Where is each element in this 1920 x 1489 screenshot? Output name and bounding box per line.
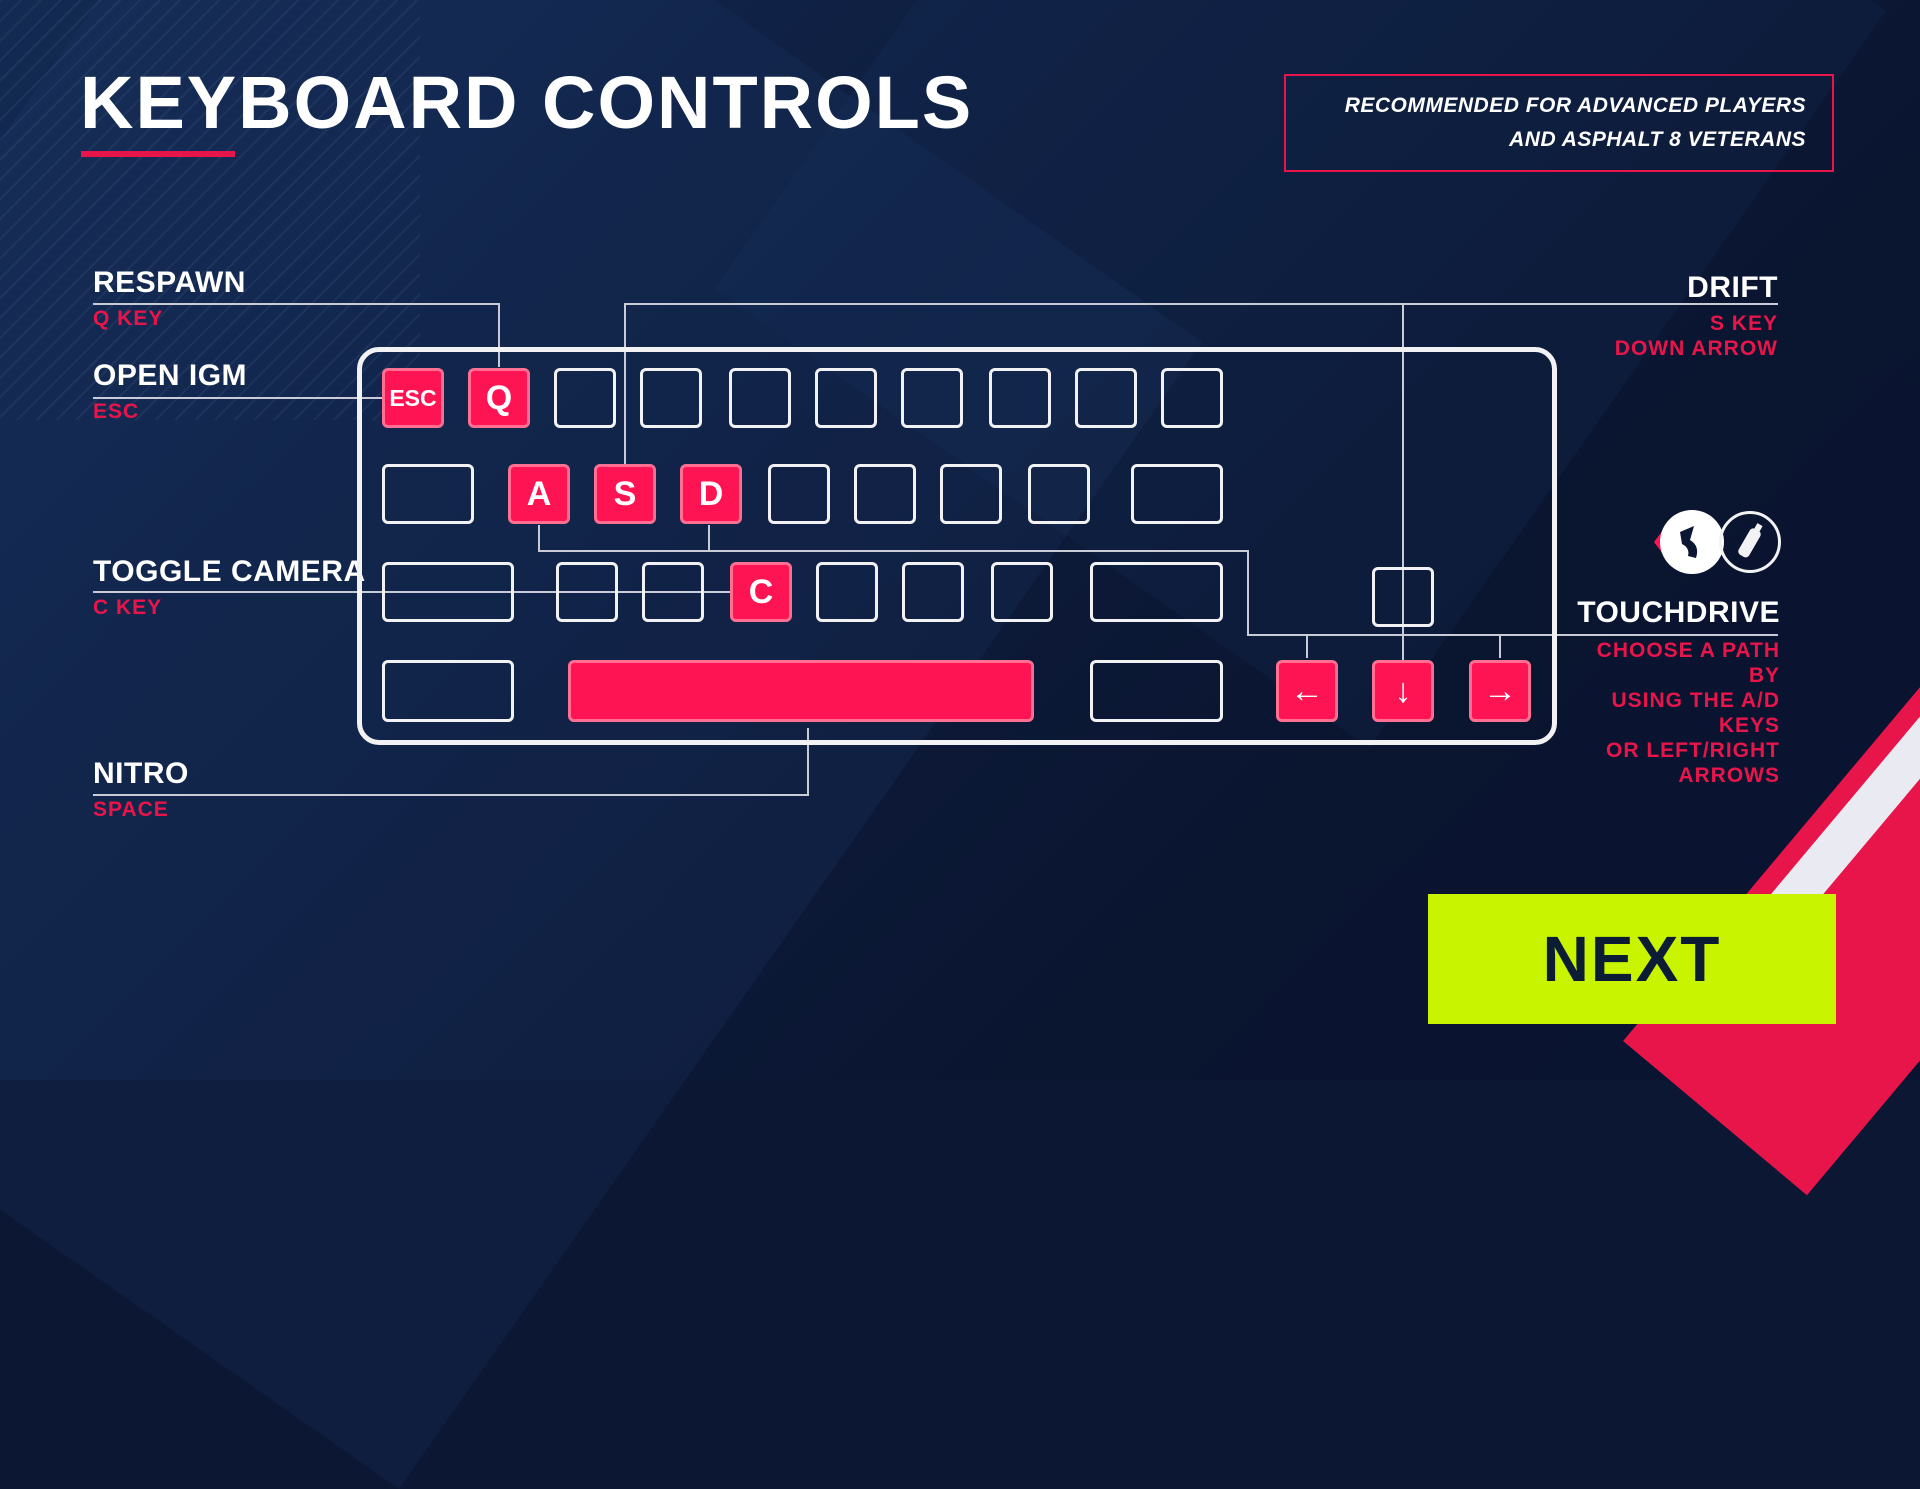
right-arrow-icon: →: [1483, 671, 1517, 710]
touchdrive-desc-5: OR LEFT/RIGHT: [1606, 739, 1780, 762]
key-q-label: Q: [485, 378, 513, 417]
background-hatch: [0, 0, 420, 420]
key-blank: [940, 464, 1002, 524]
key-blank: [382, 562, 514, 622]
key-a-label: A: [526, 474, 552, 513]
key-blank: [991, 562, 1053, 622]
key-esc: ESC: [382, 368, 444, 428]
open-igm-label: OPEN IGM ESC: [93, 361, 247, 424]
key-d: D: [680, 464, 742, 524]
keyboard-diagram: [357, 347, 1557, 745]
respawn-connector: [93, 303, 500, 367]
down-arrow-icon: ↓: [1394, 671, 1412, 710]
key-blank: [1090, 660, 1223, 722]
page-title: KEYBOARD CONTROLS: [80, 61, 974, 144]
key-right-arrow: →: [1469, 660, 1531, 722]
key-blank: [554, 368, 616, 428]
key-blank: [1028, 464, 1090, 524]
drift-title: DRIFT: [1687, 271, 1778, 304]
path-steer-icon: [1660, 510, 1724, 574]
recommendation-line-2: AND ASPHALT 8 VETERANS: [1509, 128, 1806, 151]
nitro-label: NITRO SPACE: [93, 759, 189, 822]
key-blank: [989, 368, 1051, 428]
respawn-title: RESPAWN: [93, 266, 246, 299]
drift-key-2: DOWN ARROW: [1614, 337, 1778, 360]
touchdrive-label: TOUCHDRIVE CHOOSE A PATH BY USING THE A/…: [1577, 598, 1780, 788]
key-blank: [640, 368, 702, 428]
key-blank: [642, 562, 704, 622]
key-blank: [1090, 562, 1223, 622]
toggle-camera-label: TOGGLE CAMERA C KEY: [93, 557, 366, 620]
touchdrive-desc-3: USING THE A/D: [1611, 689, 1780, 712]
key-blank: [854, 464, 916, 524]
nitro-key: SPACE: [93, 798, 169, 821]
key-blank: [1131, 464, 1223, 524]
touchdrive-title: TOUCHDRIVE: [1577, 596, 1780, 629]
nitro-connector: [93, 728, 809, 796]
key-blank: [901, 368, 963, 428]
key-c: C: [730, 562, 792, 622]
key-s: S: [594, 464, 656, 524]
touchdrive-desc-6: ARROWS: [1678, 764, 1780, 787]
left-arrow-icon: ←: [1290, 671, 1324, 710]
title-underline: [81, 151, 235, 157]
next-button[interactable]: NEXT: [1428, 894, 1836, 1024]
key-esc-label: ESC: [389, 384, 437, 411]
respawn-label: RESPAWN Q KEY: [93, 268, 246, 331]
respawn-key: Q KEY: [93, 307, 164, 330]
key-s-label: S: [613, 474, 637, 513]
key-c-label: C: [748, 572, 774, 611]
key-blank: [816, 562, 878, 622]
key-left-arrow: ←: [1276, 660, 1338, 722]
drift-connector: [624, 303, 1778, 467]
key-blank: [902, 562, 964, 622]
open-igm-title: OPEN IGM: [93, 359, 248, 392]
nitro-bottle-icon: [1719, 511, 1781, 573]
touchdrive-desc-4: KEYS: [1718, 714, 1780, 737]
drift-key-1: S KEY: [1709, 312, 1778, 335]
recommendation-line-1: RECOMMENDED FOR ADVANCED PLAYERS: [1344, 94, 1806, 117]
touchdrive-desc-2: BY: [1748, 664, 1780, 687]
connector-lines: [93, 303, 1778, 796]
key-down-arrow: ↓: [1372, 660, 1434, 722]
key-q: Q: [468, 368, 530, 428]
drift-label: DRIFT S KEY DOWN ARROW: [1615, 273, 1778, 361]
open-igm-key: ESC: [93, 400, 140, 423]
recommendation-box: RECOMMENDED FOR ADVANCED PLAYERS AND ASP…: [1284, 74, 1834, 172]
key-a: A: [508, 464, 570, 524]
key-blank: [815, 368, 877, 428]
nitro-title: NITRO: [93, 757, 189, 790]
key-blank: [382, 464, 474, 524]
key-d-label: D: [698, 474, 724, 513]
toggle-camera-key: C KEY: [93, 596, 163, 619]
key-blank: [1161, 368, 1223, 428]
key-blank: [382, 660, 514, 722]
key-up: [1372, 567, 1434, 627]
toggle-camera-title: TOGGLE CAMERA: [93, 555, 366, 588]
touchdrive-desc-1: CHOOSE A PATH: [1596, 639, 1780, 662]
key-blank: [556, 562, 618, 622]
touchdrive-connector: [538, 525, 1778, 636]
key-space: [568, 660, 1034, 722]
key-blank: [768, 464, 830, 524]
key-blank: [729, 368, 791, 428]
key-blank: [1075, 368, 1137, 428]
